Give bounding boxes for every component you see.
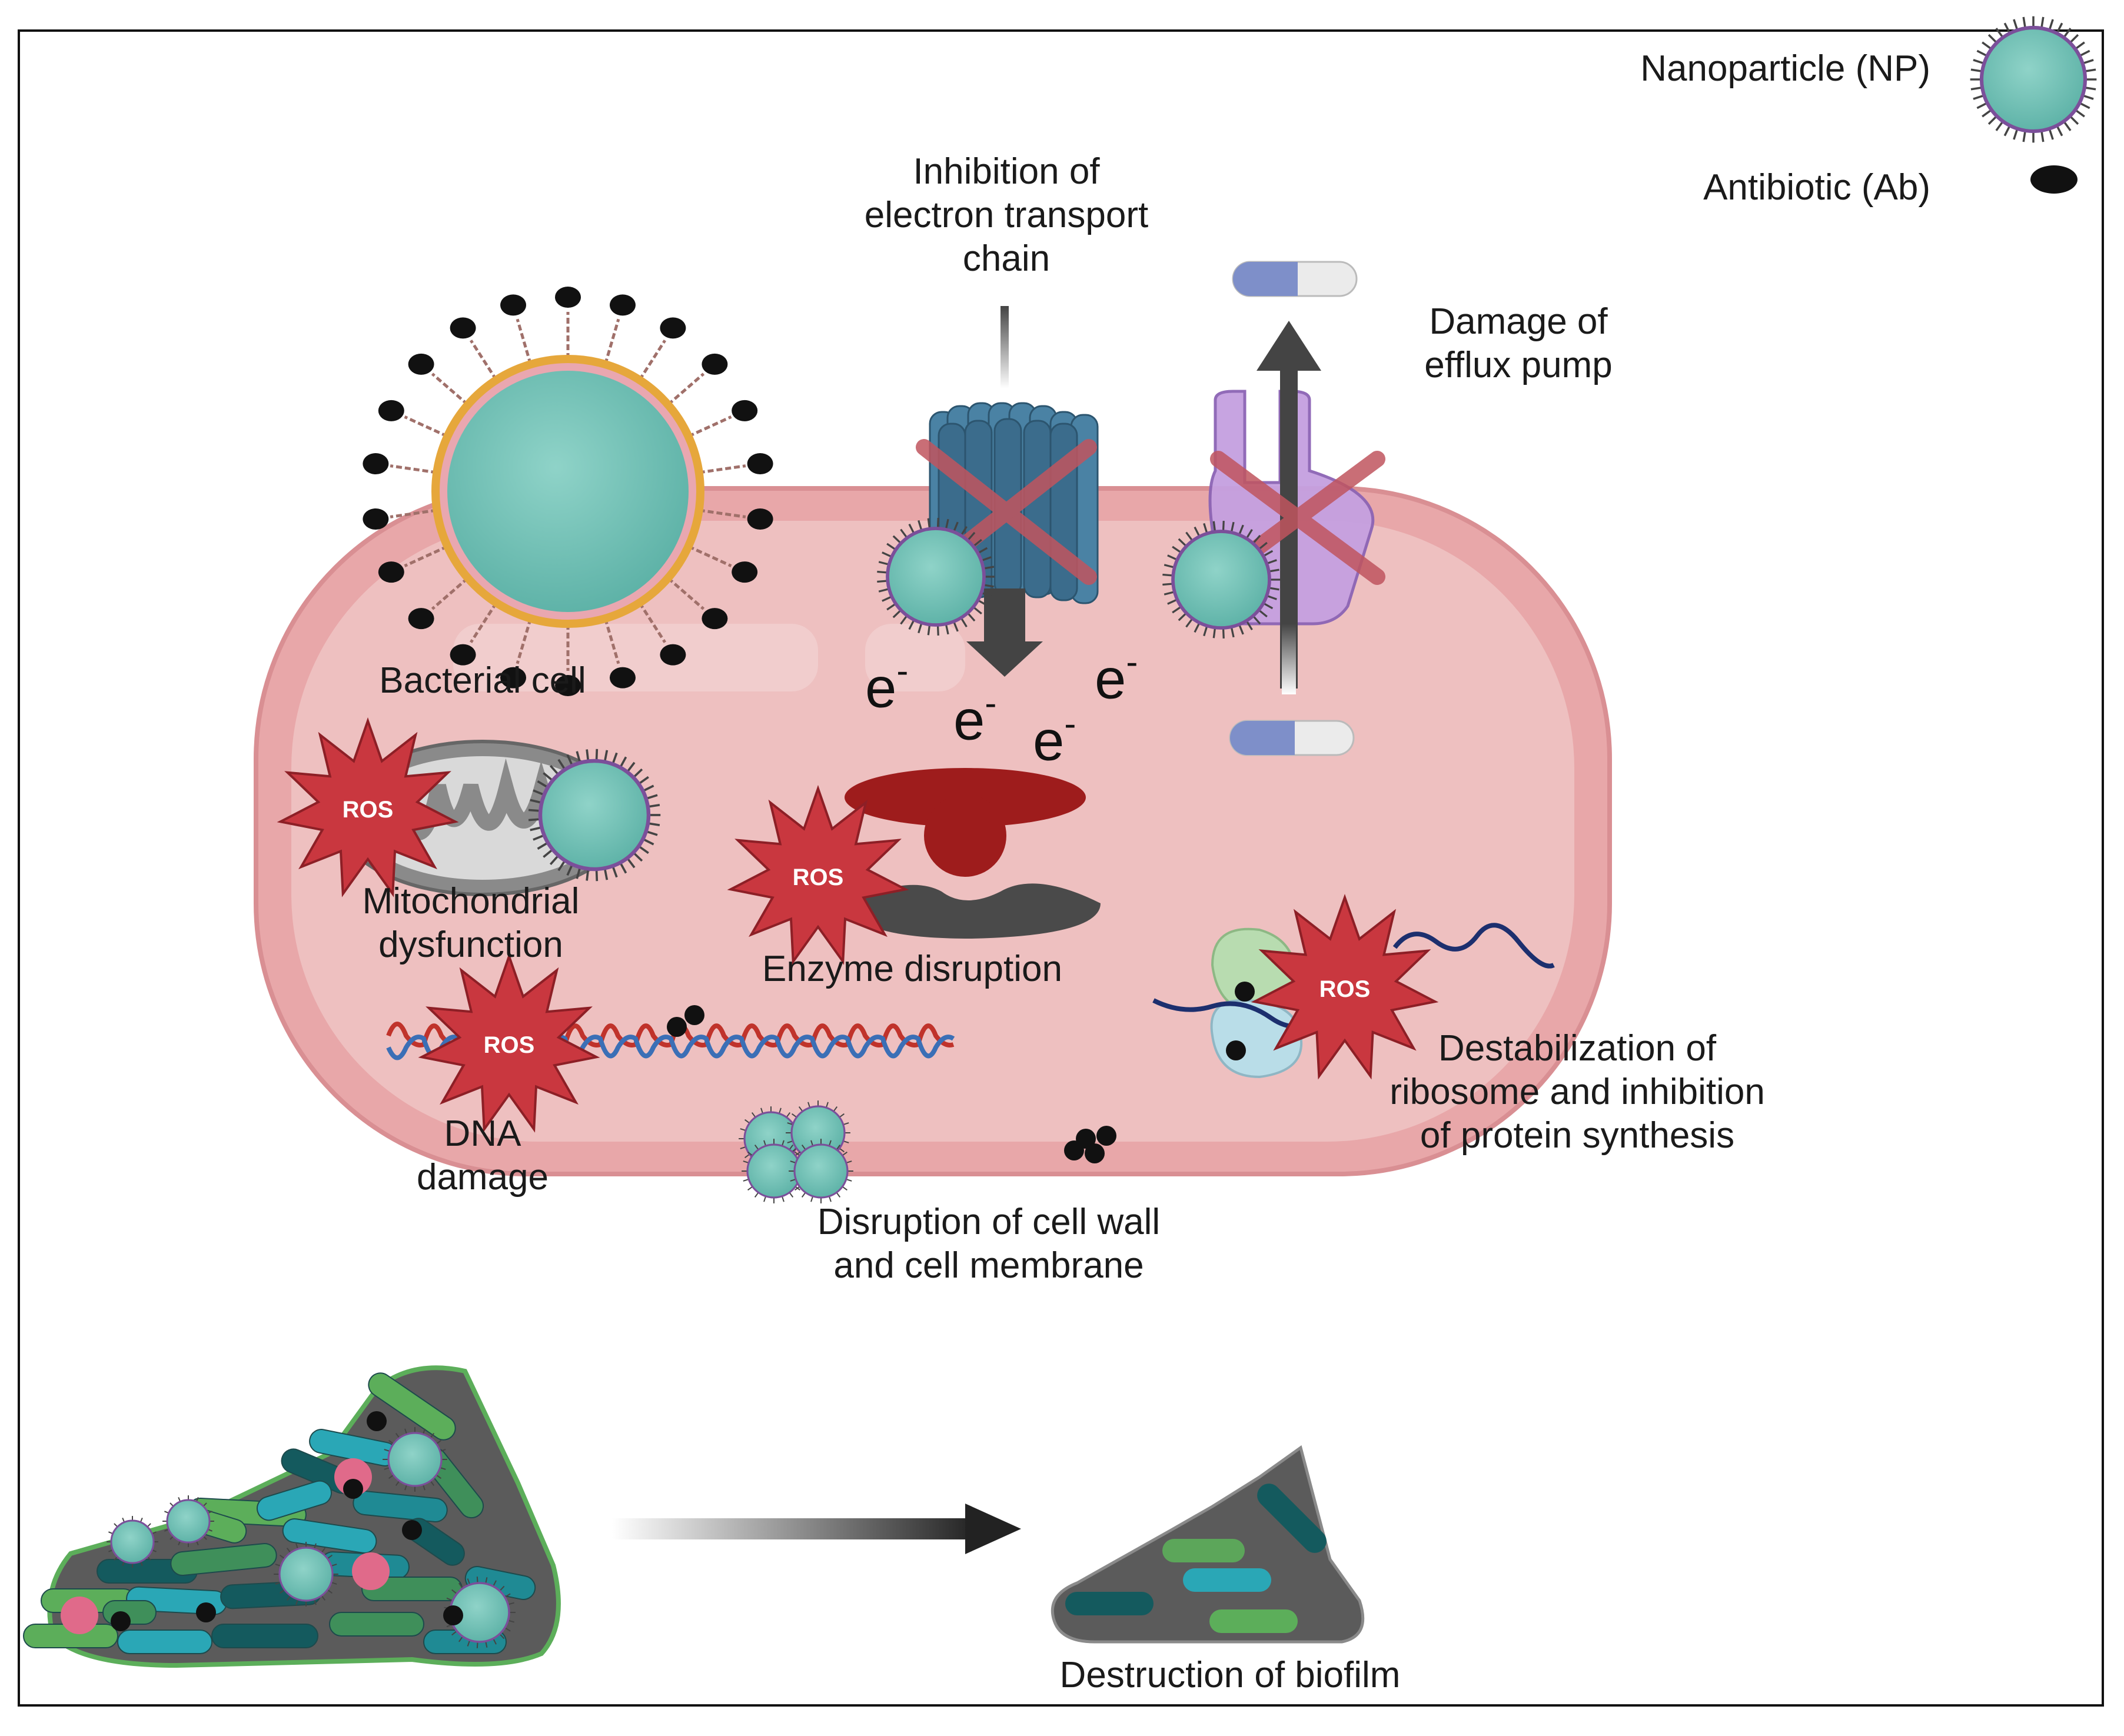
- ros-label: ROS: [343, 797, 394, 823]
- antibiotic-dot: [1235, 982, 1255, 1002]
- enzyme-disruption-label: Enzyme disruption: [762, 949, 1063, 989]
- antibiotic-dot: [402, 1520, 422, 1540]
- nanoparticle-cluster-icon: [789, 1139, 853, 1203]
- nanoparticle-icon: [1162, 520, 1281, 639]
- antibiotic-dot: [702, 608, 728, 630]
- antibiotic-dot: [660, 644, 686, 666]
- ros-burst-icon: ROS: [418, 952, 600, 1133]
- electron-symbol: e-: [953, 683, 997, 752]
- antibiotic-capsule-icon: [1229, 261, 1358, 756]
- antibiotic-dot: [609, 294, 636, 316]
- antibiotic-dot: [363, 508, 389, 530]
- antibiotic-dot: [443, 1605, 463, 1625]
- cell-wall-label: Disruption of cell wall and cell membran…: [817, 1202, 1161, 1286]
- nanoparticle-icon: [107, 1516, 158, 1568]
- ros-label: ROS: [793, 864, 844, 890]
- antibiotic-dot: [378, 400, 404, 421]
- electron-symbol: e-: [1033, 704, 1076, 773]
- antibiotic-dot: [667, 1017, 687, 1037]
- electron-symbol: e-: [865, 651, 909, 720]
- antibiotic-dot: [747, 453, 773, 475]
- enzyme-icon: [845, 768, 1101, 939]
- antibiotic-dot: [408, 353, 434, 375]
- antibiotic-dot: [500, 294, 527, 316]
- antibiotic-dot: [555, 675, 581, 696]
- antibiotic-dot: [609, 667, 636, 689]
- legend-nanoparticle-label: Nanoparticle (NP): [1640, 48, 1930, 89]
- mitochondrial-dysfunction-label: Mitochondrial dysfunction: [362, 881, 580, 965]
- antibiotic-dot: [702, 353, 728, 375]
- ros-burst-icon: ROS: [1251, 893, 1439, 1080]
- antibiotic-dot: [660, 317, 686, 339]
- nanoparticle-icon: [274, 1542, 338, 1607]
- biofilm-label: Destruction of biofilm: [1059, 1655, 1401, 1695]
- antibiotic-dot: [732, 561, 758, 583]
- figure-frame: [18, 29, 2104, 1707]
- antibiotic-dot: [1096, 1126, 1116, 1146]
- ribosome-icon: [1152, 923, 1555, 1079]
- antibiotic-dot: [747, 508, 773, 530]
- electron-symbol: e-: [1095, 642, 1138, 711]
- antibiotic-dot: [367, 1411, 387, 1431]
- antibiotic-dot: [343, 1479, 363, 1499]
- transition-arrow-icon: [612, 1504, 1021, 1554]
- bacterial-cell-label: Bacterial cell: [379, 660, 586, 701]
- nanoparticle-icon: [877, 517, 995, 636]
- antibiotic-dot: [363, 453, 389, 475]
- ros-label: ROS: [484, 1032, 535, 1058]
- legend-antibiotic-label: Antibiotic (Ab): [1703, 167, 1930, 208]
- large-nanoparticle-icon: [390, 312, 746, 671]
- antibiotic-dot: [1064, 1140, 1084, 1160]
- legend-antibiotic-icon: [2030, 165, 2078, 194]
- antibiotic-dot: [196, 1602, 216, 1622]
- antibiotic-dot: [684, 1005, 704, 1025]
- dna-damage-label: DNA damage: [416, 1113, 549, 1198]
- nanoparticle-icon: [528, 749, 661, 882]
- ros-label: ROS: [1319, 976, 1371, 1002]
- antibiotic-dot: [500, 667, 527, 689]
- antibiotic-dot: [1085, 1143, 1105, 1163]
- ribosome-label: Destabilization of ribosome and inhibiti…: [1390, 1028, 1765, 1156]
- nanoparticle-icon: [162, 1495, 214, 1547]
- efflux-pump-label: Damage of efflux pump: [1424, 301, 1613, 385]
- antibiotic-dot: [1226, 1040, 1246, 1060]
- biofilm-destroyed-icon: [1051, 1445, 1365, 1644]
- antibiotic-dot: [111, 1611, 131, 1631]
- ros-burst-icon: ROS: [727, 784, 909, 965]
- nanoparticle-icon: [383, 1427, 447, 1492]
- electron-transport-label: Inhibition of electron transport chain: [864, 151, 1149, 279]
- antibiotic-dot: [555, 287, 581, 308]
- antibiotic-dot: [378, 561, 404, 583]
- legend-nanoparticle-icon: [1970, 16, 2097, 143]
- antibiotic-dot: [732, 400, 758, 421]
- ros-burst-icon: ROS: [277, 717, 459, 897]
- antibiotic-dot: [450, 317, 476, 339]
- antibiotic-dot: [408, 608, 434, 630]
- antibiotic-dot: [450, 644, 476, 666]
